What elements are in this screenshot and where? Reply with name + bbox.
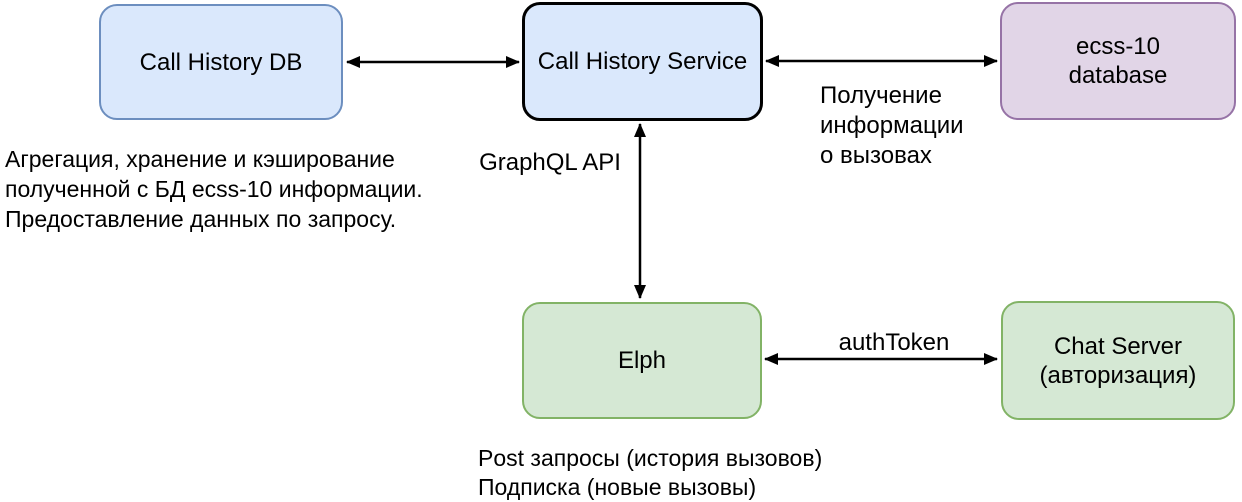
node-elph[interactable]: Elph — [522, 302, 762, 419]
edge-label-graphql-api: GraphQL API — [479, 149, 621, 176]
node-label: Elph — [617, 347, 667, 374]
annotation-db-note: Агрегация, хранение и кэширование получе… — [5, 146, 423, 232]
edge-label-auth-token: authToken — [838, 329, 950, 356]
edge-label-call-info: Получение информации о вызовах — [820, 82, 964, 169]
node-chat-server[interactable]: Chat Server (авторизация) — [1001, 301, 1235, 420]
node-label: ecss-10 database — [1068, 33, 1168, 89]
node-label: Call History DB — [139, 48, 303, 76]
node-call-history-service[interactable]: Call History Service — [522, 2, 763, 121]
node-call-history-db[interactable]: Call History DB — [99, 4, 343, 120]
node-ecss10-database[interactable]: ecss-10 database — [1000, 2, 1236, 120]
node-label: Chat Server (авторизация) — [1039, 332, 1197, 389]
node-label: Call History Service — [537, 48, 748, 75]
annotation-elph-note: Post запросы (история вызовов) Подписка … — [478, 445, 823, 500]
